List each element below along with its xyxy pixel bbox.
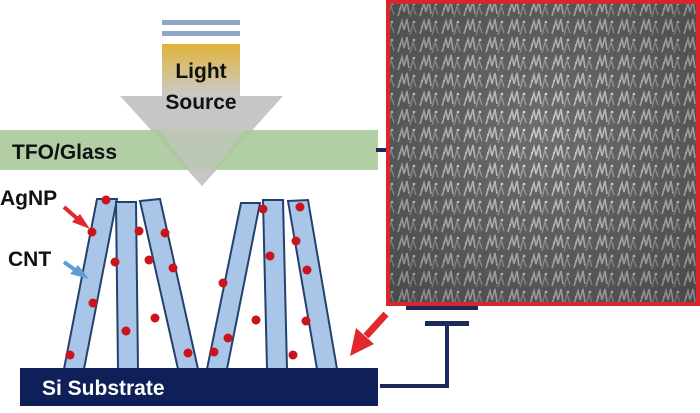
agnp-particle — [209, 347, 219, 357]
agnp-particle — [251, 315, 261, 325]
agnp-particle — [144, 255, 154, 265]
agnp-particle — [101, 195, 111, 205]
agnp-particle — [223, 333, 233, 343]
agnp-particle — [218, 278, 228, 288]
agnp-callout: AgNP — [0, 187, 90, 229]
tfo-glass-layer: TFO/Glass — [0, 130, 378, 186]
agnp-particle — [110, 257, 120, 267]
light-source-label-line2: Source — [165, 91, 236, 114]
agnp-particle — [121, 326, 131, 336]
si-substrate: Si Substrate — [20, 368, 378, 406]
light-source-label-line1: Light — [175, 60, 226, 83]
agnp-particle — [88, 298, 98, 308]
cnt-label: CNT — [8, 248, 51, 271]
agnp-particle — [168, 263, 178, 273]
cnt-tube — [114, 201, 140, 370]
agnp-particle — [291, 236, 301, 246]
red-arrow-icon — [62, 205, 90, 229]
blue-arrow-icon — [62, 260, 89, 279]
agnp-particle — [288, 350, 298, 360]
cnt-tube — [205, 202, 262, 370]
agnp-particle — [134, 226, 144, 236]
agnp-label: AgNP — [0, 187, 57, 210]
cnt-bundle-left — [62, 197, 200, 370]
sem-pointer-arrow — [350, 311, 389, 356]
silver-nanoparticles — [65, 195, 312, 360]
lamp-lines — [162, 20, 240, 36]
cnt-tube — [62, 198, 119, 370]
si-substrate-label: Si Substrate — [42, 377, 165, 400]
agnp-particle — [258, 204, 268, 214]
cnt-tube — [261, 199, 289, 370]
agnp-particle — [87, 227, 97, 237]
cnt-callout: CNT — [8, 248, 89, 279]
agnp-particle — [302, 265, 312, 275]
agnp-particle — [295, 202, 305, 212]
agnp-particle — [160, 228, 170, 238]
cnt-tube — [138, 197, 200, 370]
tfo-glass-label: TFO/Glass — [12, 141, 117, 164]
light-source-column — [162, 44, 240, 96]
battery-symbol-icon — [406, 305, 478, 326]
agnp-particle — [265, 251, 275, 261]
agnp-particle — [150, 313, 160, 323]
sem-image-panel — [386, 0, 700, 306]
cnt-tube — [286, 198, 339, 370]
agnp-particle — [65, 350, 75, 360]
agnp-particle — [183, 348, 193, 358]
agnp-particle — [301, 316, 311, 326]
